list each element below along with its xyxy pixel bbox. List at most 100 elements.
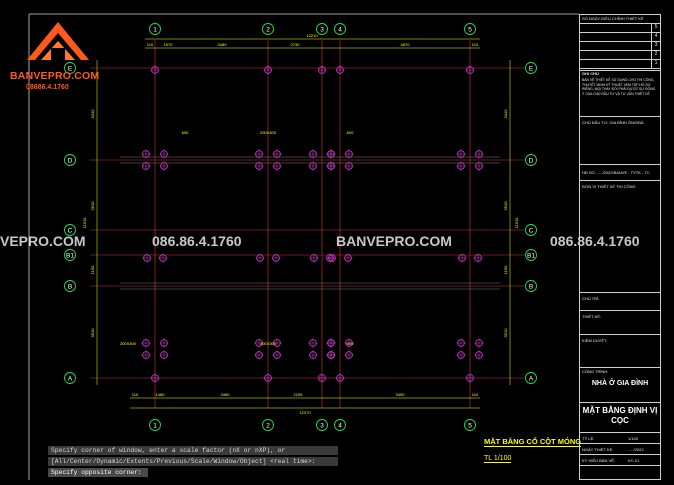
dim-top: 2730 [291, 42, 301, 47]
watermark-site-center: BANVEPRO.COM [336, 233, 452, 249]
axis-bubble [316, 419, 328, 431]
meta-value: KC-01 [628, 458, 640, 463]
axis-label-row-left: B [68, 283, 72, 290]
axis-label-col-top: 1 [153, 26, 157, 33]
pile-cap-label: 200X300 [260, 341, 277, 346]
axis-label-row-right: E [529, 65, 534, 72]
pile-cap-label: 600 [347, 341, 354, 346]
dim-left: 1160 [90, 265, 95, 274]
axis-label-col-bottom: 4 [338, 422, 342, 429]
meta-value: 1/100 [628, 436, 639, 441]
owner-field: CHỦ ĐẦU TƯ: GIA ĐÌNH ÔNG/BÀ [580, 117, 660, 165]
revision-number: 2 [651, 51, 660, 59]
axis-label-row-left: A [68, 375, 73, 382]
axis-bubble [334, 419, 346, 431]
dim-overall-bottom: 12070 [299, 410, 311, 415]
axis-label-row-left: C [68, 227, 73, 234]
axis-label-col-top: 2 [266, 26, 270, 33]
drawing-scale: TL 1/100 [484, 455, 512, 463]
house-logo-icon [27, 22, 89, 60]
notes-text: BẢN VẼ THIẾT KẾ SỬ DỤNG CHO THI CÔNG, TH… [580, 77, 660, 117]
signer-checker: KIỂM DUYỆT: [580, 335, 660, 368]
axis-bubble [64, 154, 76, 166]
axis-label-col-bottom: 2 [266, 422, 270, 429]
dim-top: 3480 [218, 42, 228, 47]
axis-label-row-right: B [529, 283, 533, 290]
logo-brand-text: BANVEPRO.COM [10, 70, 100, 82]
meta-row: KÝ HIỆU BẢN VẼ: KC-01 [580, 455, 660, 466]
dim-left: 3410 [90, 109, 95, 119]
dim-left: 3610 [90, 201, 95, 211]
revision-row: 3 [580, 42, 660, 51]
dim-left: 3510 [90, 328, 95, 338]
pile-cap-label: 600 [347, 130, 354, 135]
meta-label: KÝ HIỆU BẢN VẼ: [582, 458, 615, 463]
project-name: NHÀ Ở GIA ĐÌNH [591, 380, 649, 387]
axis-bubble [64, 372, 76, 384]
axis-bubble [464, 419, 476, 431]
command-prompt[interactable]: Specify opposite corner: [48, 468, 148, 477]
meta-value: ...../2022 [628, 447, 644, 452]
dim-bottom: 3480 [221, 392, 231, 397]
axis-label-col-bottom: 1 [153, 422, 157, 429]
dim-bottom: 1480 [156, 392, 166, 397]
axis-bubble [262, 419, 274, 431]
project-number: HĐ SỐ: ...../2022/BANVE - TVTK - TC [580, 165, 660, 181]
axis-label-col-bottom: 3 [320, 422, 324, 429]
axis-bubble [64, 249, 76, 261]
dim-bottom: 2195 [294, 392, 304, 397]
revision-row: 4 [580, 33, 660, 42]
axis-label-row-right: A [529, 375, 534, 382]
revision-number: 3 [651, 42, 660, 50]
revision-number: 5 [651, 24, 660, 32]
logo-phone-text: 08686.4.1760 [26, 84, 69, 91]
dim-overall-left: 11910 [82, 217, 87, 229]
dim-right: 3410 [503, 109, 508, 119]
axis-label-row-left: B1 [66, 252, 74, 259]
brand-logo: BANVEPRO.COM 08686.4.1760 [8, 14, 108, 98]
dim-right: 1160 [503, 265, 508, 274]
axis-bubble [464, 23, 476, 35]
axis-bubble [64, 224, 76, 236]
drawing-title: MẶT BẰNG CỔ CỘT MÓNG [484, 437, 582, 447]
meta-label: TỶ LỆ: [582, 436, 595, 441]
pile-cap-label: 200X400 [120, 341, 137, 346]
dim-overall-top: 12210 [306, 33, 318, 38]
signer-chief: CHỦ TRÌ: [580, 293, 660, 311]
axis-bubble [334, 23, 346, 35]
axis-bubble [525, 224, 537, 236]
axis-bubble [64, 280, 76, 292]
pile-cap-label: 200X400 [260, 130, 277, 135]
watermark-phone-1: 086.86.4.1760 [152, 233, 242, 249]
axis-bubble [64, 62, 76, 74]
meta-label: NGÀY THIẾT KẾ: [582, 447, 614, 452]
axis-label-row-left: E [68, 65, 73, 72]
axis-label-row-right: B1 [527, 252, 535, 259]
axis-bubble [525, 62, 537, 74]
meta-row: TỶ LỆ: 1/100 [580, 433, 660, 444]
dim-overall-right: 11910 [514, 217, 519, 229]
dim-bottom: 3490 [396, 392, 406, 397]
axis-bubble [316, 23, 328, 35]
axis-label-row-right: D [529, 157, 534, 164]
axis-bubble [149, 23, 161, 35]
revision-header: SỐ NGÀY ĐIỀU CHỈNH THIẾT KẾ [580, 15, 660, 24]
watermark-phone-2: 086.86.4.1760 [550, 233, 640, 249]
signer-designer: THIẾT KẾ: [580, 311, 660, 335]
sheet-title: MẶT BẰNG ĐỊNH VỊ CỌC [580, 403, 660, 433]
project-block: CÔNG TRÌNH: NHÀ Ở GIA ĐÌNH [580, 368, 660, 403]
dim-top: 110 [147, 42, 154, 47]
axis-label-col-top: 4 [338, 26, 342, 33]
dim-top: 4870 [401, 42, 411, 47]
revision-number: 4 [651, 33, 660, 41]
pile-cap-label: 600 [182, 130, 189, 135]
design-unit: ĐƠN VỊ THIẾT KẾ THI CÔNG [580, 181, 660, 293]
axis-label-row-right: C [529, 227, 534, 234]
revision-row: 5 [580, 24, 660, 33]
revision-row: 2 [580, 51, 660, 60]
